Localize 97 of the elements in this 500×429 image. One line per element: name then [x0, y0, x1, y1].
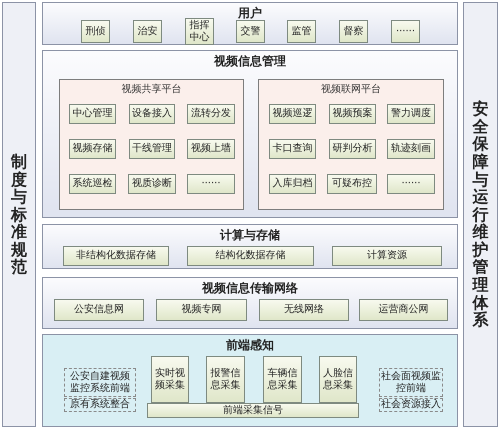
module-label: 视频巡逻 [272, 108, 312, 120]
module-box [133, 20, 162, 43]
module-box [387, 104, 435, 124]
module-box [387, 174, 435, 194]
module-label: 入库归档 [272, 178, 312, 190]
module-label: 卡口查询 [272, 143, 312, 155]
module-box [329, 104, 376, 124]
module-box [339, 20, 368, 43]
module-box [69, 139, 116, 159]
module-box [269, 104, 316, 124]
module-label: 公安自建视频监控系统前端 [69, 370, 131, 394]
module-box [287, 20, 316, 43]
module-box [81, 20, 110, 43]
module-label: 视频预案 [332, 108, 372, 120]
panel-title: 视频信息传输网络 [200, 280, 299, 297]
module-label: 前端采集信号 [223, 404, 283, 416]
module-box [332, 246, 442, 266]
module-label: 轨迹刻画 [391, 143, 431, 155]
module-box [69, 104, 116, 124]
module-box [69, 174, 116, 194]
module-label: 实时视频采集 [154, 368, 186, 391]
module-label: 系统巡检 [72, 178, 112, 190]
module-label: 监管 [292, 26, 312, 38]
module-label: 人脸信息采集 [322, 368, 354, 391]
module-label: 刑侦 [86, 26, 106, 38]
panel-title: 视频联网平台 [320, 82, 382, 96]
module-label: 原有系统整合 [70, 399, 130, 411]
module-box [187, 174, 235, 194]
module-box [387, 139, 435, 159]
module-label: 治安 [138, 26, 158, 38]
module-label: 车辆信息采集 [266, 368, 298, 391]
module-label: 设备接入 [132, 108, 172, 120]
module-box [359, 299, 448, 321]
module-box [263, 356, 302, 403]
side-band [2, 2, 36, 427]
module-label: 视频上墙 [191, 143, 231, 155]
module-label: 中心管理 [72, 108, 112, 120]
layer-panel [42, 334, 458, 427]
vertical-label: 制度与标准规范 [11, 152, 27, 276]
module-box [156, 299, 247, 321]
module-label: 干线管理 [132, 143, 172, 155]
module-label: 无线网络 [284, 304, 324, 316]
side-band [463, 2, 498, 427]
module-box [129, 104, 175, 124]
module-label: 流转分发 [191, 108, 231, 120]
module-label: 视频专网 [182, 304, 222, 316]
module-label: 指挥中心 [188, 20, 210, 43]
module-box [63, 246, 169, 266]
module-box [391, 20, 420, 43]
module-label: ······ [401, 178, 421, 190]
module-box [187, 246, 314, 266]
module-box [206, 356, 245, 403]
module-box [128, 174, 176, 194]
module-box [269, 139, 316, 159]
module-box [327, 174, 377, 194]
module-box [319, 356, 357, 403]
module-label: 非结构化数据存储 [76, 250, 156, 262]
panel-title: 计算与存储 [218, 227, 281, 244]
layer-panel [42, 50, 458, 218]
module-label: 督察 [344, 26, 364, 38]
module-label: ······ [396, 26, 416, 38]
module-label: 运营商公网 [378, 304, 428, 316]
module-box [329, 139, 376, 159]
panel-title: 视频共享平台 [120, 82, 182, 96]
layer-panel [42, 277, 458, 329]
module-label: 社会面视频监控前端 [381, 370, 441, 394]
module-label: 交警 [240, 26, 260, 38]
platform-panel [59, 79, 244, 210]
module-box [129, 139, 175, 159]
vertical-label: 安全保障与运行维护管理体系 [472, 100, 488, 329]
module-box [259, 299, 349, 321]
module-label: 公安信息网 [74, 304, 124, 316]
dashed-box [64, 368, 136, 397]
platform-panel [258, 79, 444, 210]
module-box [187, 139, 235, 159]
module-label: 可疑布控 [332, 178, 372, 190]
layer-panel [42, 224, 458, 269]
module-box [236, 20, 265, 43]
module-label: 社会资源接入 [381, 399, 441, 411]
module-label: 结构化数据存储 [216, 250, 286, 262]
module-box [187, 104, 235, 124]
module-box [151, 356, 189, 403]
panel-title: 前端感知 [225, 337, 275, 354]
module-box [269, 174, 316, 194]
panel-title: 视频信息管理 [212, 53, 287, 70]
layer-panel [42, 2, 458, 45]
module-box [54, 299, 144, 321]
module-label: 警力调度 [391, 108, 431, 120]
module-label: 报警信息采集 [210, 368, 242, 391]
module-label: 研判分析 [332, 143, 372, 155]
module-label: 视频存储 [72, 143, 112, 155]
panel-title: 用户 [237, 5, 263, 22]
module-label: 计算资源 [367, 250, 407, 262]
module-label: ······ [201, 178, 221, 190]
module-label: 视质诊断 [132, 178, 172, 190]
dashed-box [64, 398, 136, 412]
module-box [147, 403, 359, 418]
